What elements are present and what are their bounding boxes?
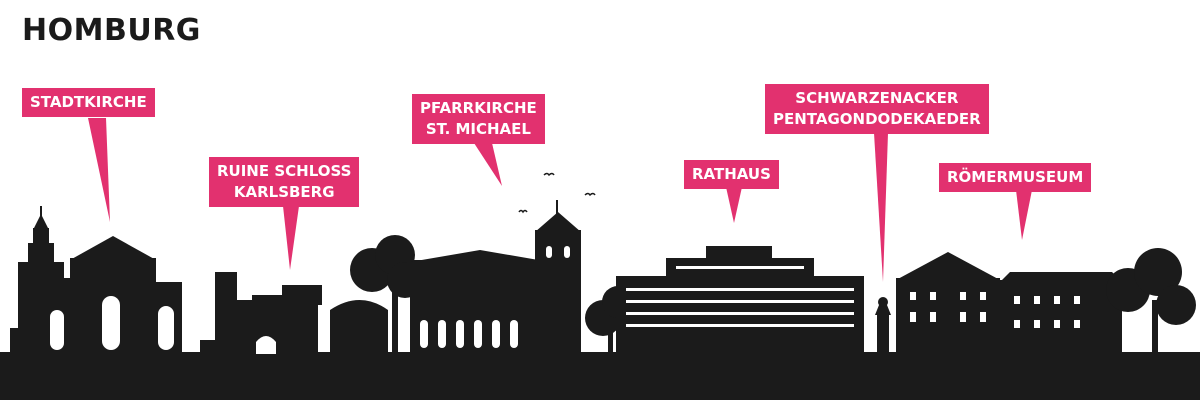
stadtkirche-building: [10, 206, 182, 354]
label-rathaus-line-1: RATHAUS: [692, 165, 771, 183]
label-pointers: [88, 118, 1032, 282]
label-schwarzenacker-line-2: PENTAGONDODEKAEDER: [773, 110, 981, 128]
label-stadtkirche-line-1: STADTKIRCHE: [30, 93, 147, 111]
label-roemermuseum-line-1: RÖMERMUSEUM: [947, 168, 1084, 186]
label-schwarzenacker-line-1: SCHWARZENACKER: [795, 89, 959, 107]
label-ruine-schloss-karlsberg: RUINE SCHLOSS KARLSBERG: [209, 157, 360, 207]
label-pfarrkirche-line-1: PFARRKIRCHE: [420, 99, 537, 117]
pointer-pfarrkirche: [474, 143, 502, 186]
ground: [0, 352, 1200, 400]
roemermuseum-building: [896, 248, 1196, 354]
label-pfarrkirche-st-michael: PFARRKIRCHE ST. MICHAEL: [412, 94, 545, 144]
pointer-ruine: [283, 206, 299, 270]
label-ruine-line-1: RUINE SCHLOSS: [217, 162, 352, 180]
label-roemermuseum: RÖMERMUSEUM: [939, 163, 1092, 192]
ruine-building: [200, 235, 423, 354]
pointer-rathaus: [726, 187, 742, 223]
pointer-schwarzenacker: [874, 133, 888, 282]
pentagondodekaeder-monument: [875, 297, 891, 354]
label-pfarrkirche-line-2: ST. MICHAEL: [425, 120, 531, 138]
label-schwarzenacker-pentagondodekaeder: SCHWARZENACKER PENTAGONDODEKAEDER: [765, 84, 989, 134]
window-details: [50, 246, 1080, 354]
pointer-roemermuseum: [1016, 190, 1032, 240]
pointer-stadtkirche: [88, 118, 110, 222]
label-ruine-line-2: KARLSBERG: [233, 183, 335, 201]
birds: [518, 172, 596, 214]
label-rathaus: RATHAUS: [684, 160, 779, 189]
page-title: HOMBURG: [22, 13, 201, 48]
label-stadtkirche: STADTKIRCHE: [22, 88, 155, 117]
